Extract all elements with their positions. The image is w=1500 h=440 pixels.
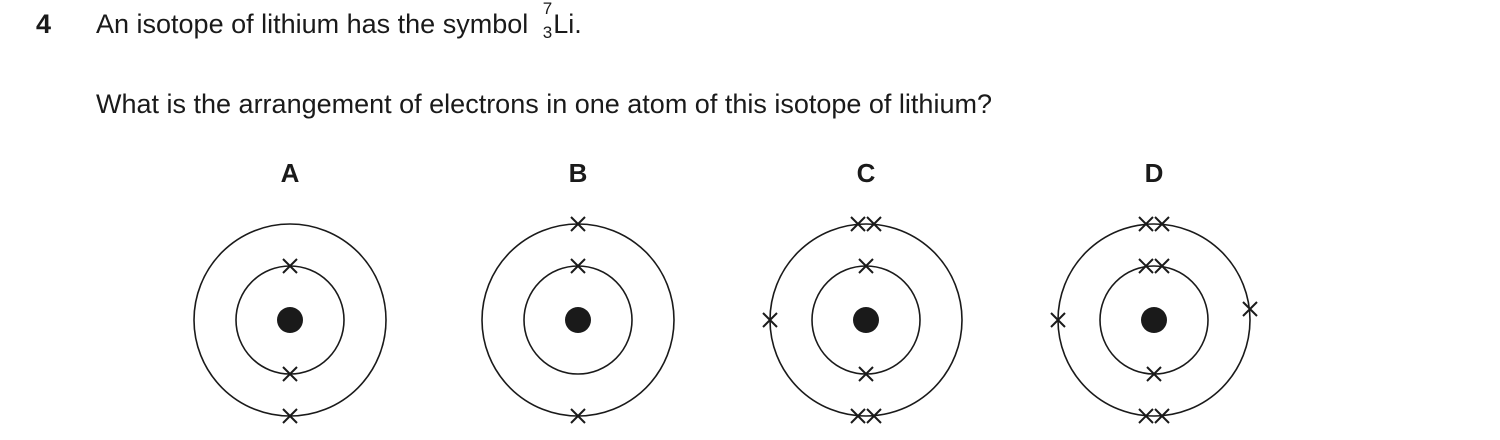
option-label-d: D bbox=[1144, 158, 1164, 188]
option-label-a: A bbox=[280, 158, 300, 188]
nucleus-d bbox=[1141, 307, 1167, 333]
question-prompt: What is the arrangement of electrons in … bbox=[96, 89, 992, 119]
electron-mark-d-2-3 bbox=[1138, 408, 1154, 424]
nucleus-b bbox=[565, 307, 591, 333]
symbol-period: . bbox=[574, 9, 582, 39]
electron-mark-d-1-3 bbox=[1146, 366, 1162, 382]
electron-mark-d-1-2 bbox=[1154, 258, 1170, 274]
electron-mark-b-1-1 bbox=[570, 258, 586, 274]
electron-mark-c-1-1 bbox=[858, 258, 874, 274]
atomic-number: 3 bbox=[542, 23, 553, 42]
electron-mark-b-2-2 bbox=[570, 408, 586, 424]
electron-mark-d-1-1 bbox=[1138, 258, 1154, 274]
option-label-c: C bbox=[856, 158, 876, 188]
electron-mark-c-2-4 bbox=[866, 408, 882, 424]
electron-mark-d-2-6 bbox=[1242, 301, 1258, 317]
electron-mark-d-2-1 bbox=[1138, 216, 1154, 232]
electron-mark-c-1-2 bbox=[858, 366, 874, 382]
electron-mark-c-2-3 bbox=[850, 408, 866, 424]
mass-number: 7 bbox=[542, 0, 553, 18]
option-label-b: B bbox=[568, 158, 588, 188]
question-intro-text: An isotope of lithium has the symbol bbox=[96, 9, 529, 39]
electron-mark-a-2-1 bbox=[282, 408, 298, 424]
electron-mark-d-2-4 bbox=[1154, 408, 1170, 424]
electron-mark-c-2-1 bbox=[850, 216, 866, 232]
electron-mark-c-2-2 bbox=[866, 216, 882, 232]
nucleus-a bbox=[277, 307, 303, 333]
question-number: 4 bbox=[36, 9, 52, 39]
electron-mark-d-2-5 bbox=[1050, 312, 1066, 328]
atom-diagram-a bbox=[193, 223, 387, 424]
nucleus-c bbox=[853, 307, 879, 333]
atom-diagram-c bbox=[762, 216, 963, 424]
electron-mark-c-2-5 bbox=[762, 312, 778, 328]
atom-diagram-b bbox=[481, 216, 675, 424]
electron-mark-b-2-1 bbox=[570, 216, 586, 232]
electron-mark-d-2-2 bbox=[1154, 216, 1170, 232]
electron-mark-a-1-2 bbox=[282, 366, 298, 382]
electron-mark-a-1-1 bbox=[282, 258, 298, 274]
element-symbol: Li bbox=[553, 9, 575, 39]
atom-diagram-d bbox=[1050, 216, 1258, 424]
